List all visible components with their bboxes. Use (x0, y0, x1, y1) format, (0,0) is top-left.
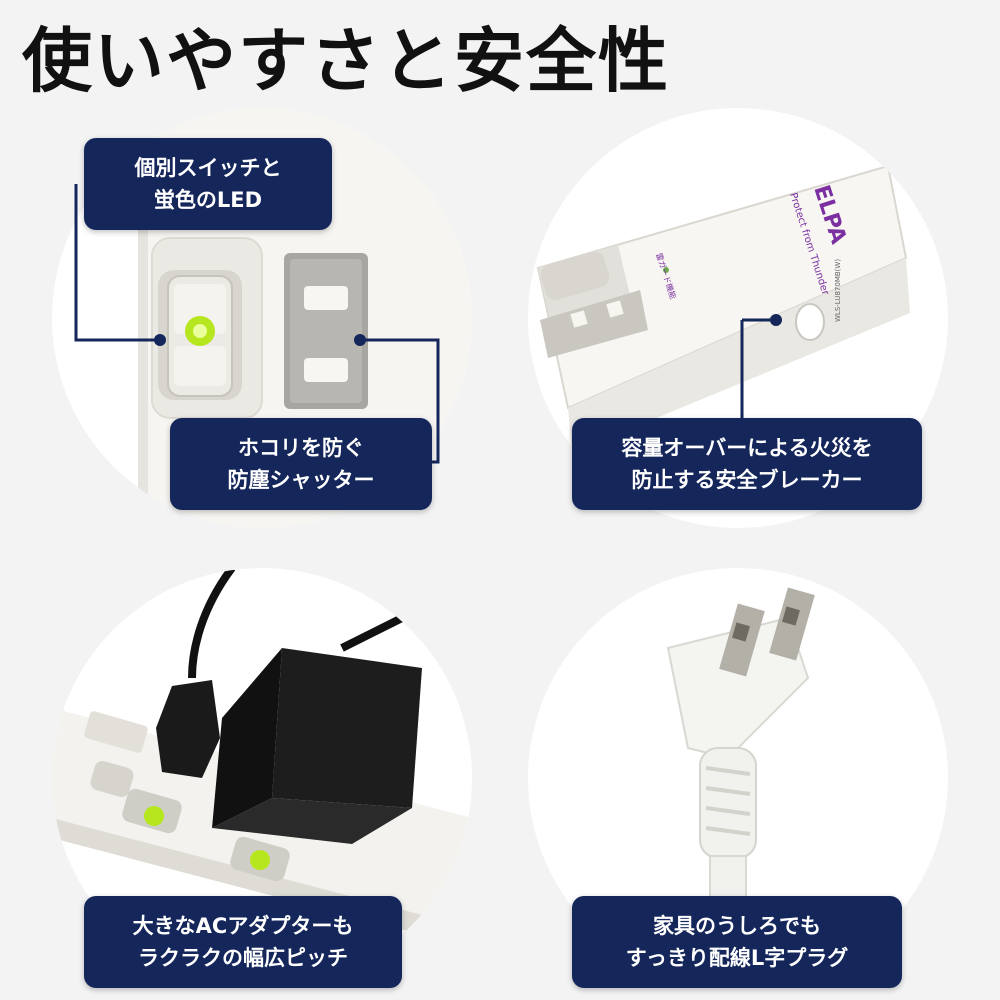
feature-label-line: 防塵シャッター (227, 468, 375, 492)
feature-label-dust-shutter: ホコリを防ぐ 防塵シャッター (170, 418, 432, 510)
feature-label-wide-pitch: 大きなACアダプターも ラクラクの幅広ピッチ (84, 896, 402, 988)
feature-label-breaker: 容量オーバーによる火災を 防止する安全ブレーカー (572, 418, 922, 510)
page-title: 使いやすさと安全性 (22, 20, 670, 102)
feature-label-line: 大きなACアダプターも (132, 914, 354, 938)
feature-label-line: 家具のうしろでも (653, 914, 821, 938)
feature-label-l-plug: 家具のうしろでも すっきり配線L字プラグ (572, 896, 902, 988)
feature-label-line: 防止する安全ブレーカー (631, 468, 863, 492)
model-number-text: WLS-LU870MB(W) (834, 259, 842, 322)
feature-label-line: 個別スイッチと (134, 156, 282, 180)
feature-label-line: ラクラクの幅広ピッチ (138, 946, 348, 970)
feature-label-line: すっきり配線L字プラグ (625, 946, 849, 970)
breaker-illustration: 雷ガード機能 ELPA Protect from Thunder WLS-LU8… (536, 164, 910, 453)
feature-label-line: 容量オーバーによる火災を (621, 436, 873, 460)
feature-label-line: ホコリを防ぐ (238, 436, 364, 460)
feature-label-switch-led: 個別スイッチと 蛍色のLED (84, 138, 332, 230)
feature-label-line: 蛍色のLED (153, 188, 263, 212)
